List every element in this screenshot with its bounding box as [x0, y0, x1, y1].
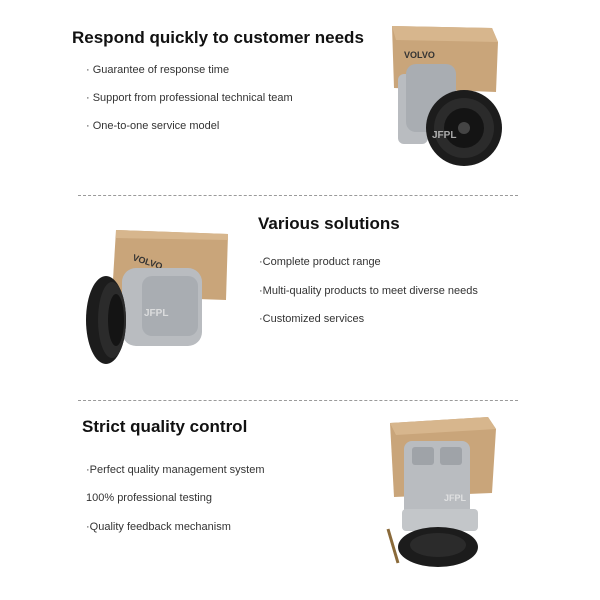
feature-item: ·Complete product range [259, 256, 381, 268]
box-brand-label: VOLVO [404, 50, 435, 60]
compressor-photo: JFPL [384, 413, 500, 571]
feature-item: · Support from professional technical te… [86, 92, 293, 104]
watermark-text: JFPL [432, 130, 456, 141]
compressor-photo: VOLVO JFPL [386, 22, 504, 172]
feature-item: ·Multi-quality products to meet diverse … [259, 285, 478, 297]
section-response: Respond quickly to customer needs · Guar… [0, 0, 600, 195]
section-quality: Strict quality control ·Perfect quality … [0, 401, 600, 600]
section-solutions: Various solutions ·Complete product rang… [0, 196, 600, 400]
feature-item: · Guarantee of response time [86, 64, 230, 76]
section-heading: Various solutions [258, 214, 400, 233]
feature-item: ·Quality feedback mechanism [86, 521, 231, 533]
watermark-text: JFPL [444, 493, 467, 503]
section-heading: Respond quickly to customer needs [72, 28, 364, 47]
section-heading: Strict quality control [82, 417, 248, 436]
feature-item: ·Customized services [259, 313, 365, 325]
section-divider [78, 195, 518, 196]
compressor-photo: VOLVO JFPL [82, 226, 230, 372]
section-divider [78, 400, 518, 401]
feature-item: 100% professional testing [86, 492, 212, 504]
feature-item: · One-to-one service model [86, 120, 220, 132]
watermark-text: JFPL [144, 308, 168, 319]
feature-item: ·Perfect quality management system [86, 464, 265, 476]
